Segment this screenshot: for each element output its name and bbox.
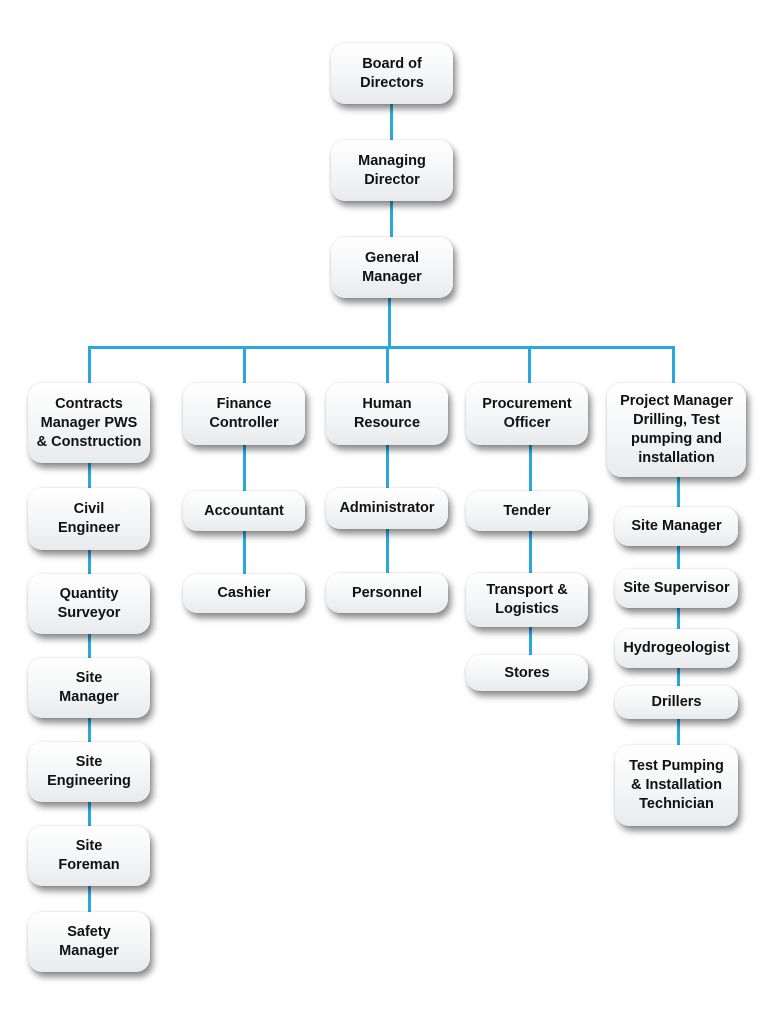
node-project-manager: Project Manager Drilling, Test pumping a…: [607, 383, 746, 477]
node-finance-controller: Finance Controller: [183, 383, 305, 445]
connector-md-gm: [390, 201, 393, 237]
connector-bus-finance: [243, 346, 246, 383]
node-cashier: Cashier: [183, 574, 305, 613]
node-site-manager-contracts: Site Manager: [28, 658, 150, 718]
node-drillers: Drillers: [615, 686, 738, 719]
node-stores: Stores: [466, 655, 588, 691]
connector-horizontal-bus: [88, 346, 675, 349]
node-site-foreman: Site Foreman: [28, 826, 150, 886]
node-site-engineering: Site Engineering: [28, 742, 150, 802]
node-civil-engineer: Civil Engineer: [28, 488, 150, 550]
node-transport-logistics: Transport & Logistics: [466, 573, 588, 627]
node-board-of-directors: Board of Directors: [331, 43, 453, 104]
node-accountant: Accountant: [183, 491, 305, 531]
connector-bus-project: [672, 346, 675, 383]
node-procurement-officer: Procurement Officer: [466, 383, 588, 445]
connector-project-column: [677, 477, 680, 747]
node-human-resource: Human Resource: [326, 383, 448, 445]
node-general-manager: General Manager: [331, 237, 453, 298]
connector-gm-bus: [388, 298, 391, 348]
node-site-supervisor: Site Supervisor: [615, 569, 738, 608]
node-safety-manager: Safety Manager: [28, 912, 150, 972]
connector-procurement-column: [529, 445, 532, 657]
node-administrator: Administrator: [326, 488, 448, 529]
connector-bus-hr: [386, 346, 389, 383]
node-quantity-surveyor: Quantity Surveyor: [28, 574, 150, 634]
connector-bus-contracts: [88, 346, 91, 383]
node-site-manager-project: Site Manager: [615, 507, 738, 546]
node-contracts-manager: Contracts Manager PWS & Construction: [28, 383, 150, 463]
node-managing-director: Managing Director: [331, 140, 453, 201]
node-personnel: Personnel: [326, 573, 448, 613]
connector-board-md: [390, 104, 393, 140]
node-hydrogeologist: Hydrogeologist: [615, 629, 738, 668]
connector-bus-procurement: [528, 346, 531, 383]
node-tender: Tender: [466, 491, 588, 531]
node-test-pumping-technician: Test Pumping & Installation Technician: [615, 745, 738, 826]
